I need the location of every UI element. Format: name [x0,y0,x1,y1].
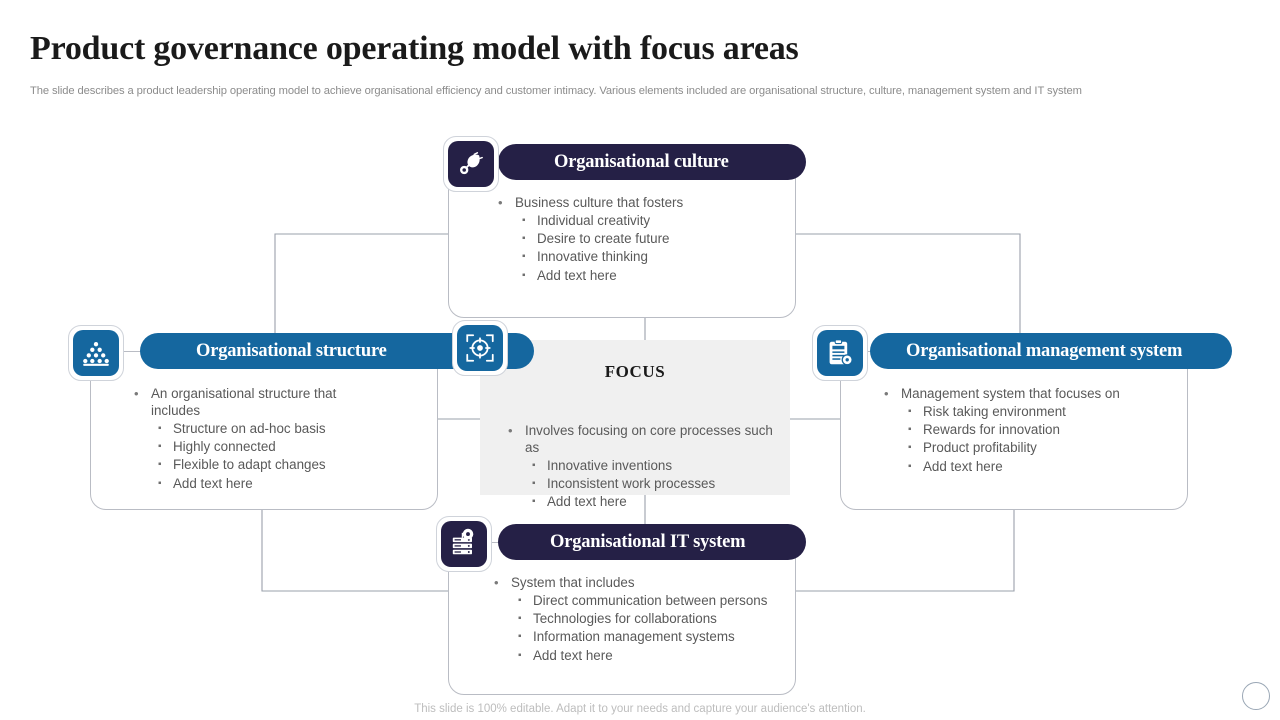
bullet-square-icon: ▪ [518,649,522,661]
lightbulb-leaf-icon [448,141,494,187]
bullet-primary: • Business culture that fosters [498,195,684,210]
card-body [448,542,796,695]
bullet-secondary: ▪ Technologies for collaborations [494,610,794,628]
card-body [840,351,1188,510]
bullet-square-icon: ▪ [158,477,162,489]
card-body [90,351,438,510]
bullet-dot-icon: • [494,575,499,590]
bullet-square-icon: ▪ [518,595,522,606]
target-crosshair-icon [457,325,503,371]
bullet-dot-icon: • [884,386,889,401]
bullet-secondary: ▪ Rewards for innovation [884,421,1184,439]
bullet-square-icon: ▪ [908,424,912,436]
focus-bullets: • Involves focusing on core processes su… [508,422,778,512]
card-title: Organisational culture [554,151,729,172]
bullet-square-icon: ▪ [908,460,912,472]
bullet-secondary: ▪ Product profitability [884,439,1184,457]
server-gear-icon [441,521,487,567]
focus-icon-box[interactable] [452,320,508,376]
bullet-square-icon: ▪ [518,631,522,643]
card-header-culture[interactable]: Organisational culture [498,144,806,180]
bullet-square-icon: ▪ [522,269,526,281]
corner-circle-icon [1242,682,1270,710]
page-subtitle: The slide describes a product leadership… [30,85,1082,97]
bullet-dot-icon: • [134,386,139,401]
bullet-primary: • Involves focusing on core processes su… [508,423,773,455]
card-body [448,162,796,318]
bullet-primary: • System that includes [494,575,635,590]
bullet-square-icon: ▪ [532,478,536,490]
bullet-square-icon: ▪ [532,496,536,508]
bullet-square-icon: ▪ [158,423,162,434]
card-title: Organisational structure [196,340,387,361]
bullet-square-icon: ▪ [522,215,526,226]
bullet-secondary: ▪ Add text here [508,493,778,511]
card-header-it[interactable]: Organisational IT system [498,524,806,560]
bullet-dot-icon: • [508,423,513,438]
culture-bullets: • Business culture that fosters ▪ Indivi… [498,194,788,285]
bullet-secondary: ▪ Individual creativity [498,212,788,230]
bullet-secondary: ▪ Risk taking environment [884,403,1184,421]
card-title: Organisational management system [906,340,1183,361]
bullet-square-icon: ▪ [158,441,162,453]
culture-icon-box[interactable] [443,136,499,192]
bullet-square-icon: ▪ [518,613,522,625]
bullet-secondary: ▪ Add text here [134,475,434,493]
structure-bullets: • An organisational structure that inclu… [134,385,434,493]
bullet-dot-icon: • [498,195,503,210]
page-title: Product governance operating model with … [30,30,799,67]
bullet-square-icon: ▪ [908,406,912,417]
bullet-square-icon: ▪ [158,459,162,471]
bullet-square-icon: ▪ [908,442,912,454]
hierarchy-pyramid-icon [73,330,119,376]
bullet-square-icon: ▪ [522,251,526,263]
management-icon-box[interactable] [812,325,868,381]
bullet-secondary: ▪ Information management systems [494,628,794,646]
bullet-secondary: ▪ Direct communication between persons [494,592,794,610]
bullet-secondary: ▪ Add text here [498,267,788,285]
bullet-secondary: ▪ Innovative thinking [498,248,788,266]
bullet-secondary: ▪ Inconsistent work processes [508,475,778,493]
bullet-square-icon: ▪ [522,233,526,245]
clipboard-gear-icon [817,330,863,376]
bullet-square-icon: ▪ [532,460,536,471]
bullet-primary: • Management system that focuses on [884,386,1120,401]
bullet-secondary: ▪ Desire to create future [498,230,788,248]
bullet-secondary: ▪ Highly connected [134,438,434,456]
bullet-secondary: ▪ Add text here [884,458,1184,476]
bullet-secondary: ▪ Flexible to adapt changes [134,456,434,474]
structure-icon-box[interactable] [68,325,124,381]
bullet-secondary: ▪ Innovative inventions [508,457,778,475]
footer-note: This slide is 100% editable. Adapt it to… [414,703,866,715]
management-bullets: • Management system that focuses on ▪ Ri… [884,385,1184,476]
card-title: Organisational IT system [550,531,746,552]
focus-block: FOCUS • Involves focusing on core proces… [480,340,790,509]
focus-title: FOCUS [604,362,666,381]
it-icon-box[interactable] [436,516,492,572]
card-header-management[interactable]: Organisational management system [870,333,1232,369]
it-bullets: • System that includes ▪ Direct communic… [494,574,794,665]
bullet-secondary: ▪ Structure on ad-hoc basis [134,420,434,438]
bullet-secondary: ▪ Add text here [494,647,794,665]
bullet-primary: • An organisational structure that inclu… [134,386,337,418]
